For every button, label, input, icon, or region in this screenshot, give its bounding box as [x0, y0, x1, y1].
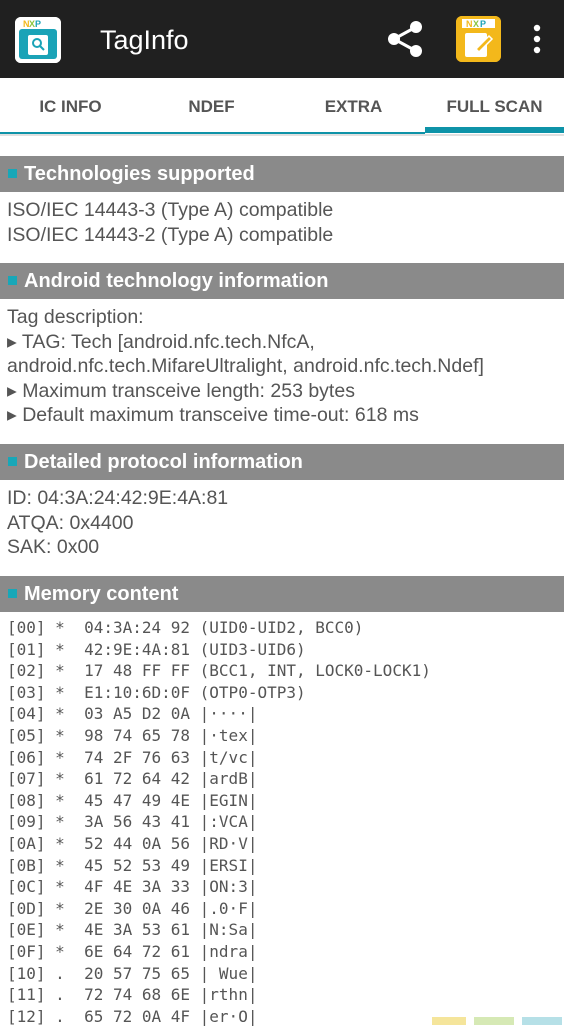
memory-row: [05] * 98 74 65 78 |·tex| — [7, 725, 258, 745]
memory-row: [01] * 42:9E:4A:81 (UID3-UID6) — [7, 639, 306, 659]
svg-text:X: X — [473, 19, 479, 29]
share-icon[interactable] — [386, 19, 426, 59]
section-title: Technologies supported — [24, 163, 255, 185]
section-header-technologies: Technologies supported — [0, 156, 564, 192]
section-marker-icon — [8, 589, 17, 598]
svg-text:N: N — [466, 19, 473, 29]
android-content: Tag description: ▸ TAG: Tech [android.nf… — [0, 305, 564, 428]
memory-dump: [00] * 04:3A:24 92 (UID0-UID2, BCC0) [01… — [0, 617, 564, 1027]
section-marker-icon — [8, 276, 17, 285]
text-line: ▸ Default maximum transceive time-out: 6… — [7, 404, 419, 426]
text-line: ISO/IEC 14443-3 (Type A) compatible — [7, 199, 334, 221]
section-header-memory: Memory content — [0, 576, 564, 612]
memory-row: [07] * 61 72 64 42 |ardB| — [7, 769, 258, 789]
nfc-writer-icon[interactable]: N X P — [456, 16, 501, 62]
app-icon[interactable]: N X P — [15, 17, 61, 63]
memory-row: [00] * 04:3A:24 92 (UID0-UID2, BCC0) — [7, 618, 364, 637]
memory-row: [0B] * 45 52 53 49 |ERSI| — [7, 855, 258, 875]
memory-row: [0C] * 4F 4E 3A 33 |ON:3| — [7, 877, 258, 897]
app-title: TagInfo — [100, 25, 189, 55]
memory-row: [0E] * 4E 3A 53 61 |N:Sa| — [7, 920, 258, 940]
technologies-content: ISO/IEC 14443-3 (Type A) compatible ISO/… — [0, 198, 564, 247]
memory-row: [02] * 17 48 FF FF (BCC1, INT, LOCK0-LOC… — [7, 661, 431, 681]
app-bar: N X P TagInfo N X P — [0, 0, 564, 78]
memory-row: [0F] * 6E 64 72 61 |ndra| — [7, 941, 258, 961]
memory-row: [03] * E1:10:6D:0F (OTP0-OTP3) — [7, 682, 306, 702]
memory-row: [06] * 74 2F 76 63 |t/vc| — [7, 747, 258, 767]
memory-row: [12] . 65 72 0A 4F |er·O| — [7, 1006, 258, 1026]
overflow-menu-icon[interactable] — [526, 22, 548, 56]
tab-underline — [0, 132, 425, 134]
tab-extra[interactable]: EXTRA — [324, 97, 383, 116]
tab-full-scan[interactable]: FULL SCAN — [446, 97, 543, 116]
text-line: SAK: 0x00 — [7, 536, 100, 558]
text-line: ATQA: 0x4400 — [7, 511, 134, 534]
svg-text:X: X — [29, 19, 35, 29]
text-line: ▸ TAG: Tech [android.nfc.tech.NfcA, — [7, 330, 315, 353]
memory-row: [10] . 20 57 75 65 | Wue| — [7, 963, 258, 983]
tab-bar: IC INFO NDEF EXTRA FULL SCAN — [0, 78, 564, 136]
tab-ic-info[interactable]: IC INFO — [39, 97, 102, 116]
memory-row: [04] * 03 A5 D2 0A |····| — [7, 704, 258, 724]
active-tab-indicator — [425, 127, 564, 133]
nxp-watermark-logo — [430, 1012, 564, 1025]
section-title: Memory content — [24, 583, 179, 605]
section-header-protocol: Detailed protocol information — [0, 444, 564, 480]
section-marker-icon — [8, 169, 17, 178]
section-marker-icon — [8, 457, 17, 466]
text-line: Tag description: — [7, 306, 144, 328]
memory-row: [0D] * 2E 30 0A 46 |.0·F| — [7, 898, 258, 918]
text-line: ID: 04:3A:24:42:9E:4A:81 — [7, 487, 229, 509]
memory-row: [11] . 72 74 68 6E |rthn| — [7, 985, 258, 1005]
memory-row: [0A] * 52 44 0A 56 |RD·V| — [7, 833, 258, 853]
text-line: ▸ Maximum transceive length: 253 bytes — [7, 379, 355, 402]
memory-row: [09] * 3A 56 43 41 |:VCA| — [7, 812, 258, 832]
text-line: ISO/IEC 14443-2 (Type A) compatible — [7, 223, 334, 246]
memory-row: [08] * 45 47 49 4E |EGIN| — [7, 790, 258, 810]
protocol-content: ID: 04:3A:24:42:9E:4A:81 ATQA: 0x4400 SA… — [0, 486, 564, 560]
section-title: Detailed protocol information — [24, 451, 303, 473]
svg-text:P: P — [35, 19, 41, 29]
text-line: android.nfc.tech.MifareUltralight, andro… — [7, 355, 484, 377]
svg-text:P: P — [480, 19, 486, 29]
section-header-android: Android technology information — [0, 263, 564, 299]
section-title: Android technology information — [24, 270, 329, 292]
svg-text:N: N — [23, 19, 30, 29]
tab-ndef[interactable]: NDEF — [188, 97, 235, 116]
